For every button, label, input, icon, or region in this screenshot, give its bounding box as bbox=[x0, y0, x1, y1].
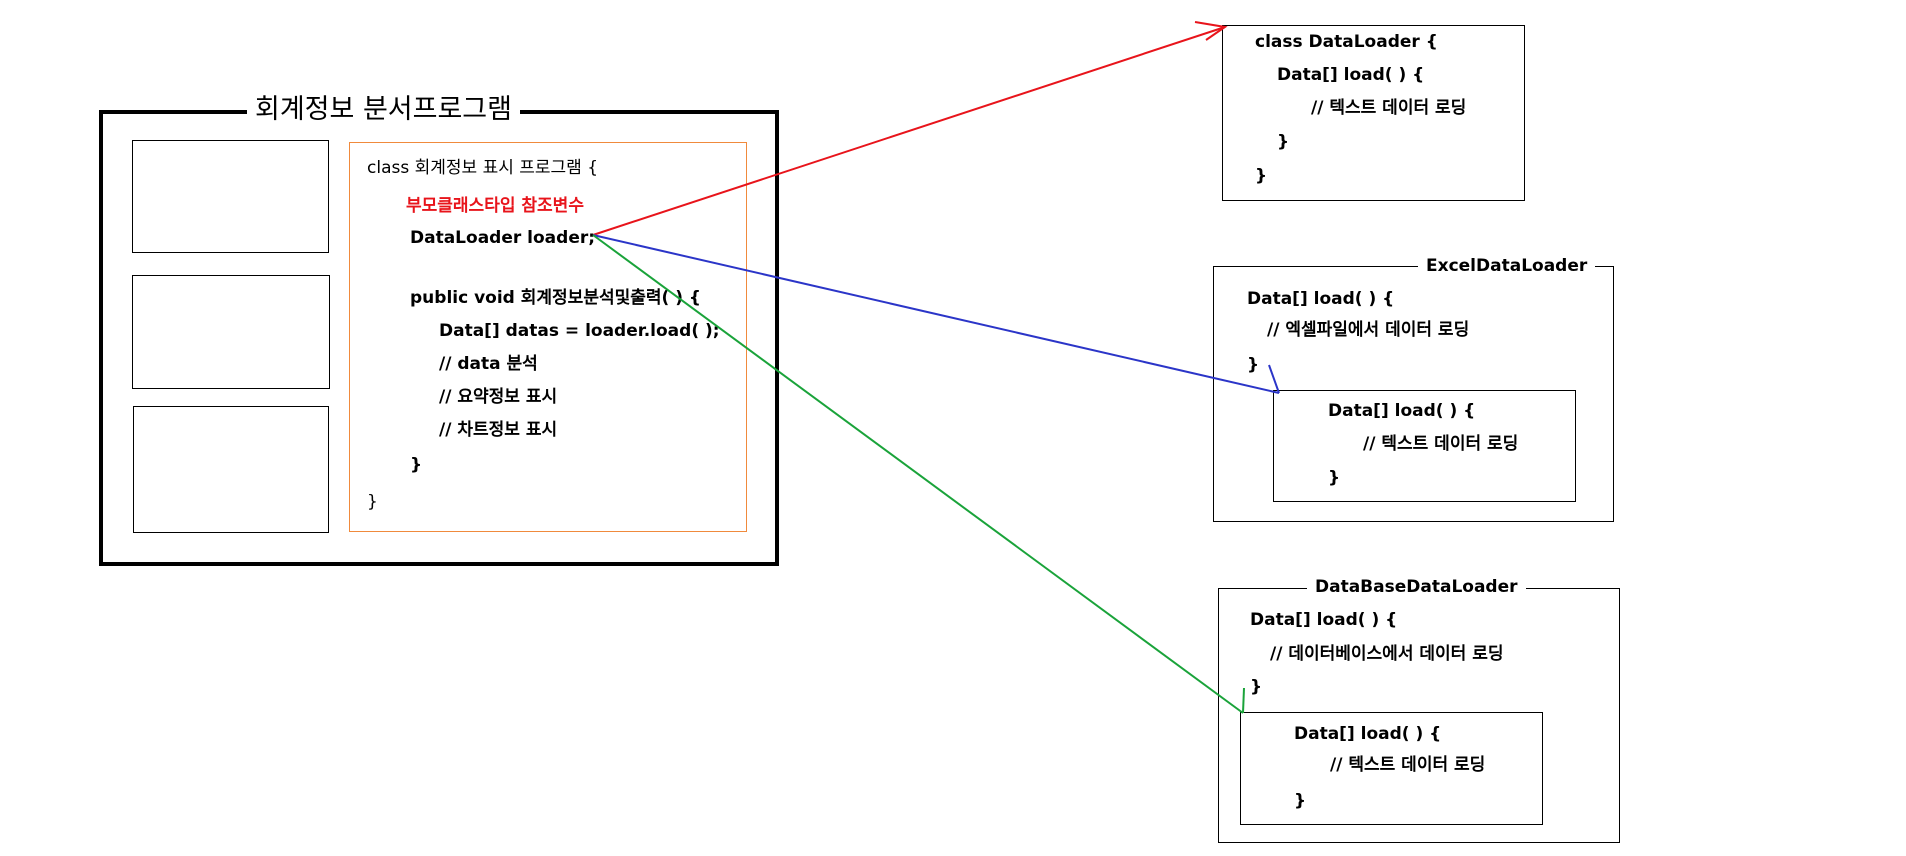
database-method-close: } bbox=[1250, 677, 1263, 697]
code-comment-analyze: // data 분석 bbox=[439, 354, 538, 374]
dataloader-class-box bbox=[1222, 25, 1525, 201]
code-close-method: } bbox=[410, 455, 423, 475]
excel-inherited-method-line: Data[] load( ) { bbox=[1328, 401, 1476, 421]
excel-inherited-comment-line: // 텍스트 데이터 로딩 bbox=[1363, 434, 1519, 454]
code-class-declaration: class 회계정보 표시 프로그램 { bbox=[367, 158, 599, 178]
dataloader-class-line: class DataLoader { bbox=[1255, 32, 1438, 52]
dataloader-class-close: } bbox=[1255, 166, 1268, 186]
code-load-call: Data[] datas = loader.load( ); bbox=[439, 321, 720, 341]
excel-loader-title: ExcelDataLoader bbox=[1418, 255, 1596, 277]
database-inherited-method-close: } bbox=[1294, 791, 1307, 811]
excel-method-line: Data[] load( ) { bbox=[1247, 289, 1395, 309]
dataloader-method-line: Data[] load( ) { bbox=[1277, 65, 1425, 85]
screen-placeholder-3 bbox=[133, 406, 329, 533]
code-comment-chart: // 차트정보 표시 bbox=[439, 420, 558, 440]
code-field-declaration: DataLoader loader; bbox=[410, 228, 596, 248]
main-program-title: 회계정보 분서프로그램 bbox=[247, 93, 520, 127]
database-inherited-comment-line: // 텍스트 데이터 로딩 bbox=[1330, 755, 1486, 775]
screen-placeholder-1 bbox=[132, 140, 329, 253]
excel-method-close: } bbox=[1247, 355, 1260, 375]
dataloader-comment-line: // 텍스트 데이터 로딩 bbox=[1311, 98, 1467, 118]
database-comment-line: // 데이터베이스에서 데이터 로딩 bbox=[1270, 644, 1504, 664]
screen-placeholder-2 bbox=[132, 275, 330, 389]
database-inherited-method-line: Data[] load( ) { bbox=[1294, 724, 1442, 744]
code-method-declaration: public void 회계정보분석및출력( ) { bbox=[410, 288, 702, 308]
database-inherited-method-box bbox=[1240, 712, 1543, 825]
code-parent-reference-comment: 부모클래스타입 참조변수 bbox=[406, 196, 584, 216]
excel-inherited-method-close: } bbox=[1328, 468, 1341, 488]
code-close-class: } bbox=[367, 492, 378, 512]
excel-inherited-method-box bbox=[1273, 390, 1576, 502]
dataloader-method-close: } bbox=[1277, 132, 1290, 152]
excel-comment-line: // 엑셀파일에서 데이터 로딩 bbox=[1267, 320, 1470, 340]
database-method-line: Data[] load( ) { bbox=[1250, 610, 1398, 630]
database-loader-title: DataBaseDataLoader bbox=[1307, 576, 1526, 598]
code-comment-summary: // 요약정보 표시 bbox=[439, 387, 558, 407]
